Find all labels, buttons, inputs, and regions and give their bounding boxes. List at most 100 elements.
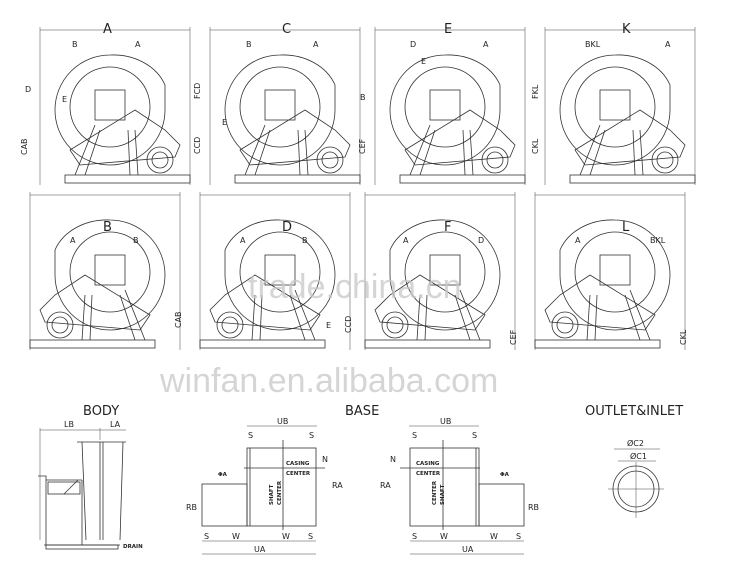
motor [46,311,74,339]
dim-label: E [421,57,426,66]
dim-label: BKL [650,236,666,245]
body-title: BODY [83,404,119,419]
fan-drawing-top-1 [209,27,361,185]
fan-casing [389,219,501,331]
fan-drawing-bottom-2 [364,192,516,350]
fan-inlet [599,89,631,121]
shaft-center-label: CENTER [277,480,283,505]
shaft-center-label: SHAFT [440,484,446,505]
dim-label-w: W [440,532,448,541]
dim-label-rb: RB [186,503,197,512]
fan-impeller [574,66,656,148]
fan-base [399,174,526,184]
panel-title-f: F [444,220,451,235]
dim-label: BKL [585,40,601,49]
panel-title-e: E [444,22,452,37]
dim-label-s: S [248,431,253,440]
belt-guard [69,109,181,166]
casing-center-label: CASING [416,461,440,467]
fan-inlet [94,89,126,121]
motor [216,311,244,339]
fan-base [569,174,696,184]
dim-label-lb: LB [64,420,74,429]
fan-impeller [404,66,486,148]
dim-label-la: LA [110,420,121,429]
dim-label: A [665,40,671,49]
fan-impeller [69,66,151,148]
dim-label-rb: RB [528,503,539,512]
panel-title-d: D [282,220,292,235]
motor [481,146,509,174]
panel-title-a: A [103,22,112,37]
dim-label-w: W [282,532,290,541]
belt-guard [209,274,321,331]
dim-label: A [240,236,246,245]
motor [316,146,344,174]
dim-label: CAB [20,138,29,155]
dim-label: B [360,93,366,102]
dim-label-s: S [308,532,313,541]
dim-label-s: S [516,532,521,541]
motor-hub [486,151,504,169]
casing-center-label: CASING [286,461,310,467]
belt-guard [404,109,516,166]
dim-label-w: W [490,532,498,541]
fan-casing [54,54,166,166]
dim-label: D [478,236,484,245]
motor [651,146,679,174]
belt-guard [239,109,351,166]
panel-title-k: K [622,22,631,37]
fan-inlet [264,89,296,121]
dim-label: A [403,236,409,245]
dim-label: E [326,321,331,330]
motor-hub [321,151,339,169]
motor-hub [656,151,674,169]
watermark: trade.china.cn [248,268,462,306]
drain-label: DRAIN [123,544,143,550]
fan-stand [586,289,651,341]
fan-inlet [429,89,461,121]
base-drawing-left: UB S S CASING CENTER SHAFT CENTER ΦA N R… [186,417,343,555]
panel-title-c: C [282,22,291,37]
dim-label-n: N [322,455,328,464]
fan-impeller [69,231,151,313]
dim-label: A [575,236,581,245]
outlet-inlet-drawing: OUTLET&INLET ØC2 ØC1 [585,404,683,518]
motor-hub [221,316,239,334]
dim-label: B [72,40,78,49]
motor-hub [386,316,404,334]
dim-label: D [410,40,416,49]
fan-base [64,174,191,184]
hole-label: ΦA [218,472,228,478]
fan-inlet [264,254,296,286]
dim-label: B [246,40,252,49]
dim-label-ub: UB [277,417,288,426]
body-drawing: BODY LB LA DRAIN [38,404,143,550]
fan-impeller [574,231,656,313]
dim-label: CKL [679,329,688,345]
dim-label-w: W [232,532,240,541]
fan-casing [559,219,671,331]
fan-drawing-top-3 [544,27,696,185]
motor [381,311,409,339]
fan-inlet [429,254,461,286]
fan-stand [579,124,644,176]
panel-title-l: L [622,220,630,235]
dim-label: CEF [509,329,518,345]
base-title: BASE [345,404,379,419]
dim-label: A [135,40,141,49]
dim-label: FKL [531,84,540,99]
dim-label: FCD [193,83,202,99]
belt-guard [544,274,656,331]
watermark: winfan.en.alibaba.com [159,362,498,400]
fan-inlet [94,254,126,286]
shaft-center-label: SHAFT [269,484,275,505]
fan-stand [74,124,139,176]
dim-label: CCD [344,316,353,333]
fan-inlet [599,254,631,286]
dim-label: E [222,118,227,127]
dim-label: B [133,236,139,245]
panel-title-b: B [103,220,112,235]
outlet-inlet-title: OUTLET&INLET [585,404,683,419]
belt-guard [574,109,686,166]
